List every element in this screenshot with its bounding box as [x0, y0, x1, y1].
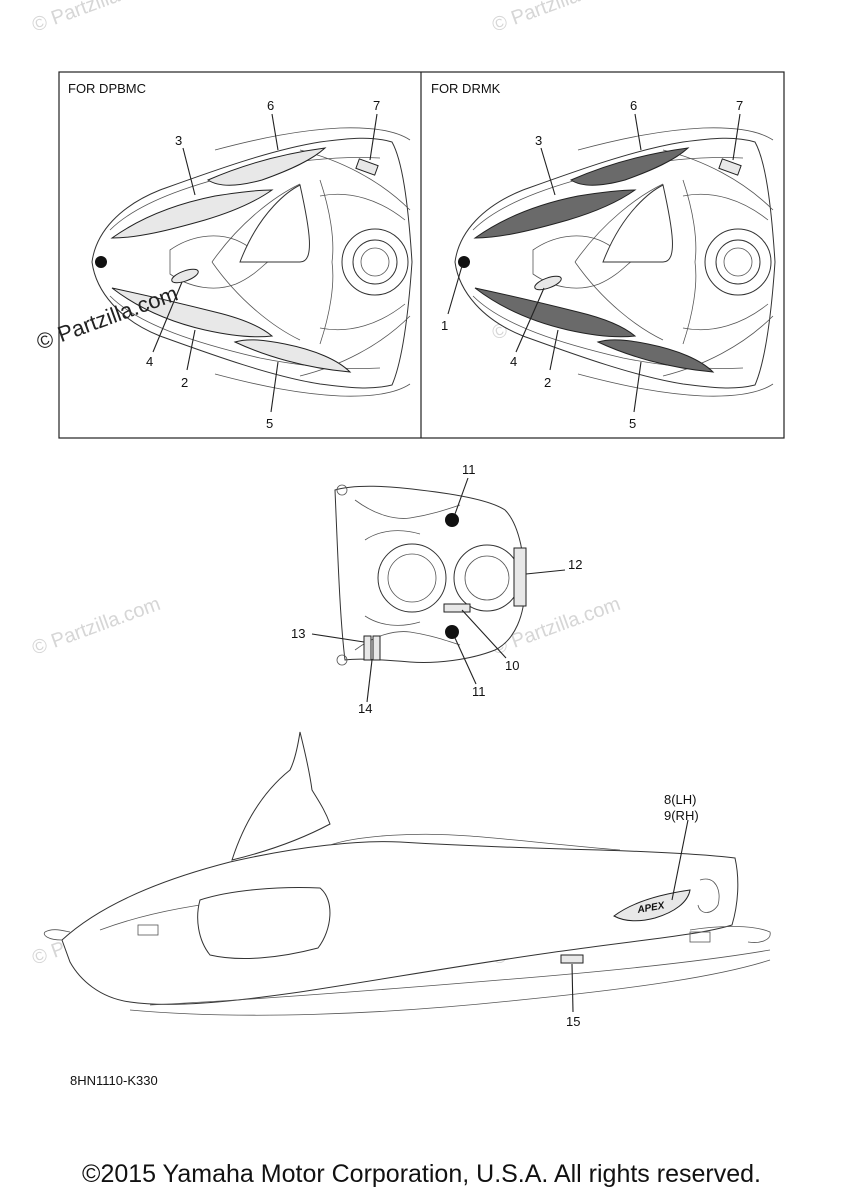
emblem-11: [445, 513, 459, 527]
snowmobile-side-view: APEX: [43, 731, 771, 1016]
callout-label: 3: [535, 133, 542, 148]
decal-6: [206, 147, 327, 186]
apex-decal-text: APEX: [636, 900, 667, 916]
callout-label: 3: [175, 133, 182, 148]
callout-label: 8(LH): [664, 792, 697, 807]
panel-left-header: FOR DPBMC: [68, 81, 146, 96]
hood-top-view-left: [91, 113, 413, 413]
callout-label: 14: [358, 701, 372, 716]
diagram-code: 8HN1110-K330: [70, 1073, 158, 1088]
callout-label: 7: [736, 98, 743, 113]
callout-label: 6: [267, 98, 274, 113]
callout-label: 12: [568, 557, 582, 572]
emblem-11: [445, 625, 459, 639]
callout-label: 10: [505, 658, 519, 673]
decal-8-9: [613, 889, 691, 922]
callout-label: 2: [544, 375, 551, 390]
callout-label: 9(RH): [664, 808, 699, 823]
callout-label: 4: [510, 354, 517, 369]
callout-label: 11: [462, 462, 476, 477]
watermark-text: © Partzilla.com: [29, 593, 163, 660]
decal-4: [171, 268, 199, 284]
decal-3: [473, 189, 637, 239]
callout-label: 15: [566, 1014, 580, 1029]
decal-2: [474, 287, 637, 338]
emblem-1: [95, 256, 107, 268]
decal-5: [233, 339, 352, 373]
copyright-notice: ©2015 Yamaha Motor Corporation, U.S.A. A…: [82, 1160, 761, 1188]
decal-3: [110, 189, 274, 239]
decal-15: [560, 954, 584, 964]
decal-7: [718, 158, 742, 176]
decal-12: [513, 547, 527, 607]
decal-6: [569, 147, 690, 186]
callout-label: 5: [629, 416, 636, 431]
callout-label: 1: [441, 318, 448, 333]
watermark-text: © Partzilla.com: [29, 0, 163, 37]
callout-label: 4: [146, 354, 153, 369]
decal-5: [596, 339, 715, 373]
watermark-text: © Partzilla.com: [489, 0, 623, 37]
decal-7: [355, 158, 379, 176]
callout-label: 2: [181, 375, 188, 390]
decal-14: [372, 635, 381, 661]
callout-label: 6: [630, 98, 637, 113]
decal-10: [443, 603, 471, 613]
hood-top-view-right: [447, 113, 776, 413]
callout-label: 5: [266, 416, 273, 431]
callout-label: 7: [373, 98, 380, 113]
callout-label: 13: [291, 626, 305, 641]
decal-13: [363, 635, 372, 661]
callout-label: 11: [472, 684, 486, 699]
emblem-1: [458, 256, 470, 268]
panel-right-header: FOR DRMK: [431, 81, 501, 96]
rear-top-view: [311, 477, 566, 703]
decal-4: [534, 275, 562, 291]
